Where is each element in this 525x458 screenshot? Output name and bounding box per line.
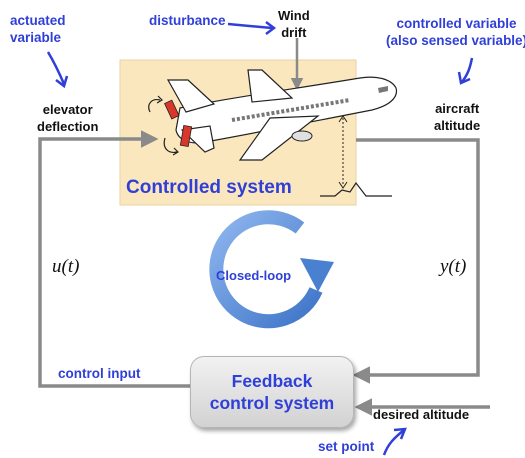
airplane-icon	[148, 69, 398, 161]
controlled-system-title: Controlled system	[126, 177, 292, 198]
elevator-deflection-label: elevator deflection	[37, 102, 99, 134]
feedback-control-system-box: Feedback control system	[190, 356, 354, 428]
closed-loop-arrow-icon	[209, 210, 334, 329]
feedback-title-line1: Feedback	[231, 371, 313, 391]
closed-loop-label: Closed-loop	[216, 268, 292, 283]
output-connector	[352, 138, 480, 384]
aircraft-altitude-label: aircraft altitude	[434, 101, 481, 133]
control-input-connector	[38, 130, 190, 388]
feedback-title-line2: control system	[209, 393, 335, 413]
wind-drift-label: Wind drift	[278, 8, 310, 40]
controlled-variable-label: controlled variable (also sensed variabl…	[386, 16, 525, 48]
output-symbol: y(t)	[440, 256, 467, 277]
control-input-symbol: u(t)	[52, 256, 80, 277]
actuated-variable-label: actuated variable	[10, 13, 66, 45]
desired-altitude-label: desired altitude	[373, 407, 470, 422]
terrain-profile-icon	[320, 181, 392, 197]
blue-pointer-arrow-icon	[46, 21, 474, 456]
control-input-label: control input	[58, 366, 141, 381]
disturbance-label: disturbance	[149, 13, 226, 28]
altitude-indicator	[338, 115, 348, 189]
set-point-label: set point	[318, 439, 375, 454]
